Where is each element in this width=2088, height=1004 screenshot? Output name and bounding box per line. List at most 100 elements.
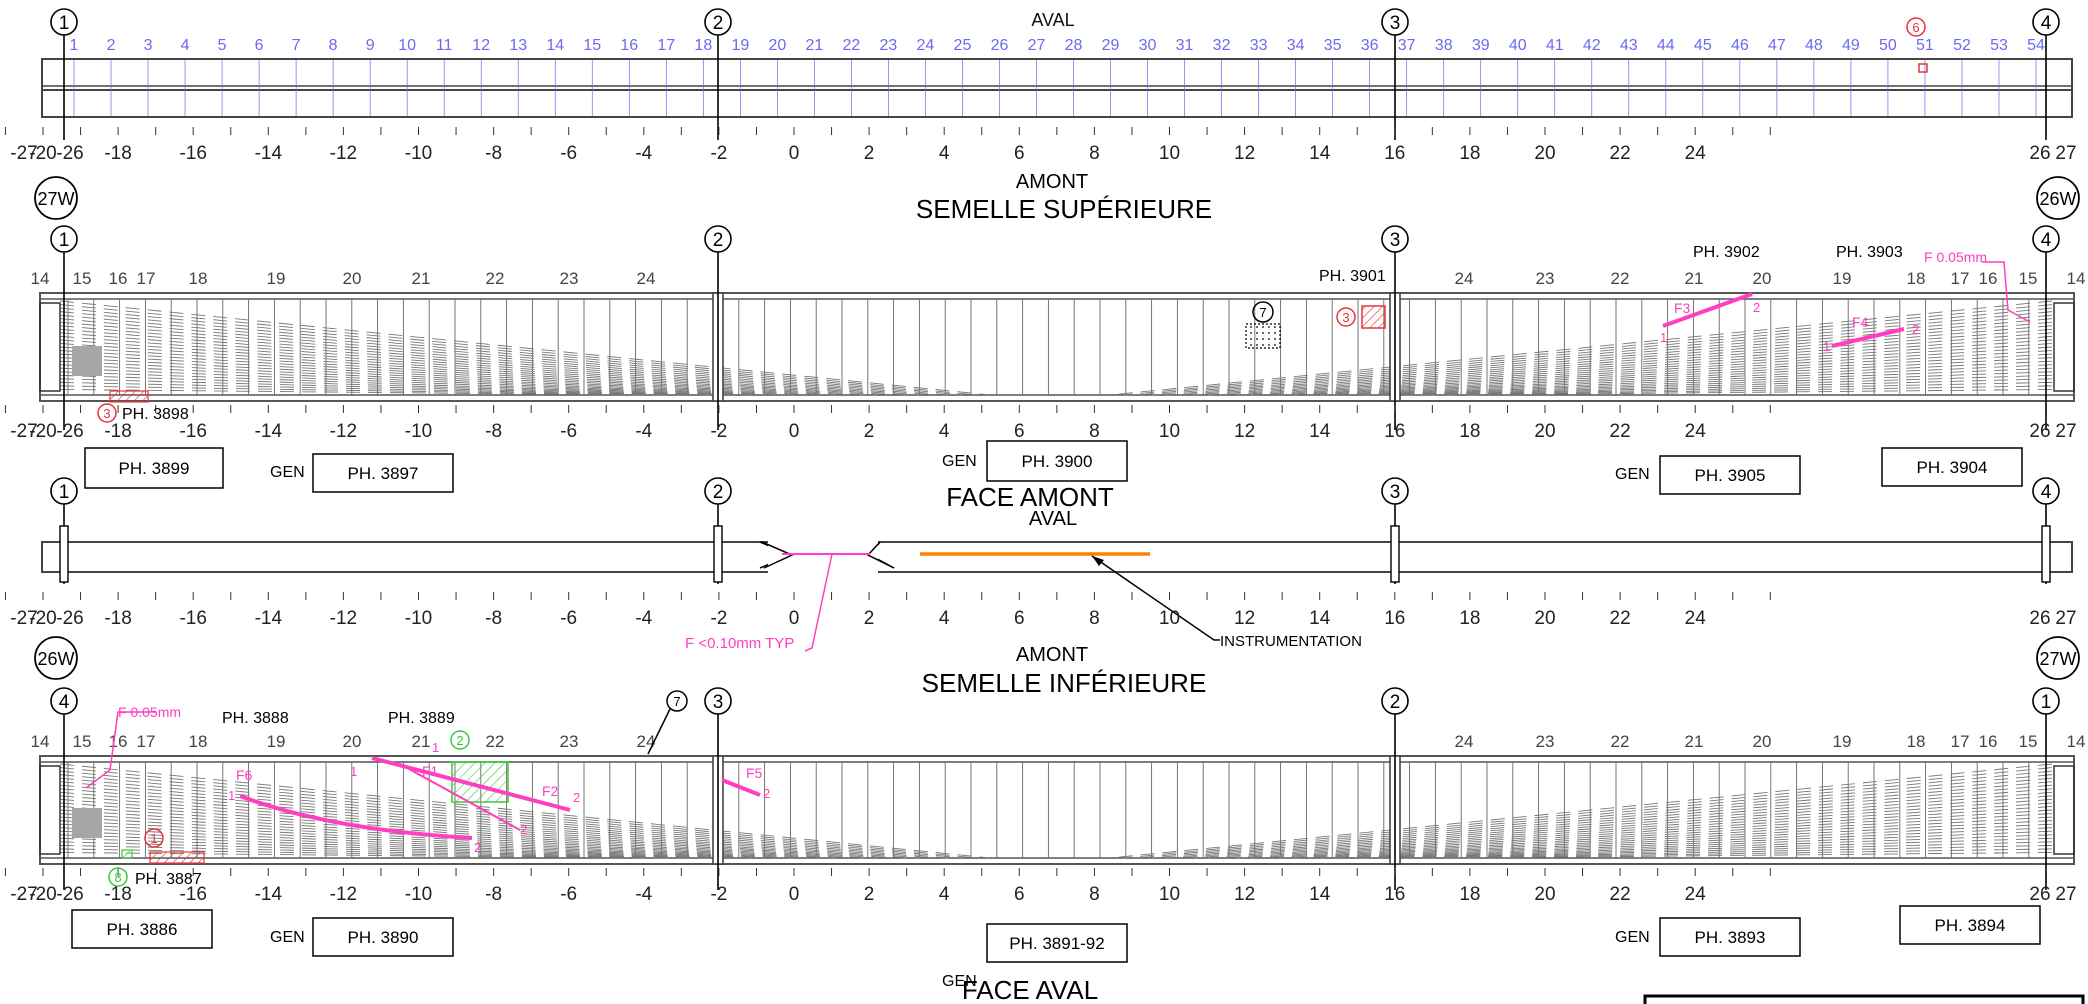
axis-tick-label: -4: [635, 884, 652, 905]
crack-f2-label: F2: [542, 783, 559, 799]
gen-label-1: GEN: [270, 464, 305, 481]
gen-label-3: GEN: [1615, 466, 1650, 483]
marker-7a-circle: [1252, 301, 1274, 323]
axis-tick-label: -27: [10, 608, 37, 629]
flange-post: [1390, 525, 1400, 583]
stress-line: [1459, 389, 2053, 396]
station-label: 35: [1324, 37, 1342, 54]
gridline-label: 3: [1390, 13, 1401, 34]
axis-tick-label: -8: [485, 608, 502, 629]
panel-number: 15: [73, 732, 92, 751]
station-label: 27: [1028, 37, 1046, 54]
axis-tick-label: -2: [710, 143, 727, 164]
gridline-label: 1: [2041, 692, 2052, 713]
panel-number: 21: [1685, 732, 1704, 751]
axis-tick-label: 18: [1459, 884, 1480, 905]
girder-elevation-amont: [39, 292, 2075, 402]
panel-number: 19: [1833, 269, 1852, 288]
stress-line: [59, 346, 809, 396]
gridline-circle: [50, 8, 78, 36]
gridline-circle: [704, 477, 732, 505]
flange-post: [59, 525, 69, 583]
photo-box-3891-92: [986, 923, 1128, 963]
gridline-label: 3: [1390, 482, 1401, 503]
photo-box-3886: [71, 909, 213, 949]
axis-tick-label: 6: [1014, 143, 1025, 164]
panel-number: 16: [109, 269, 128, 288]
photo-3891-92: PH. 3891-92: [1009, 934, 1104, 953]
marker-3a: 3: [103, 406, 110, 421]
axis-tick-label: -10: [405, 608, 432, 629]
axis-tick-label: -27: [10, 421, 37, 442]
axis-tick-label: -14: [255, 143, 283, 164]
aval-label-bottom: AVAL: [1029, 508, 1077, 530]
pier-label-26w: 26W: [2039, 189, 2076, 209]
stress-line: [1291, 809, 2053, 859]
instrumentation-label: INSTRUMENTATION: [1220, 633, 1362, 650]
axis-tick-label: -27: [10, 884, 37, 905]
ph-3889-label: PH. 3889: [388, 710, 455, 727]
station-label: 36: [1361, 37, 1379, 54]
station-label: 47: [1768, 37, 1786, 54]
marker-2: 2: [456, 733, 463, 748]
crack-f3-end-2: 2: [1753, 300, 1760, 315]
axis-tick-label: 20: [1534, 608, 1555, 629]
station-label: 4: [181, 37, 190, 54]
panel-number: 22: [486, 269, 505, 288]
station-label: 40: [1509, 37, 1527, 54]
stress-line: [59, 328, 879, 396]
crack-f6-label: F6: [236, 767, 253, 783]
stress-line: [59, 318, 921, 396]
panel-number: 20: [1753, 732, 1772, 751]
marker-3b: 3: [1342, 310, 1349, 325]
axis-tick-label: 26: [2029, 608, 2050, 629]
panel-number: 18: [189, 732, 208, 751]
panel-number: 14: [31, 732, 50, 751]
stress-line: [59, 353, 781, 396]
stress-line: [59, 795, 865, 859]
crack-f3-label: F3: [1674, 300, 1691, 316]
gridline-label: 3: [1390, 230, 1401, 251]
panel-number: 23: [1536, 269, 1555, 288]
stress-line: [59, 820, 767, 859]
panel-number: 14: [2067, 269, 2086, 288]
stress-line: [1305, 813, 2053, 859]
end-bearing-right: [2053, 302, 2075, 392]
stress-line: [1347, 823, 2053, 859]
station-label: 3: [144, 37, 153, 54]
station-grid: [73, 60, 2037, 116]
axis-tick-label: -14: [255, 421, 283, 442]
station-label: 26: [991, 37, 1009, 54]
axis-tick-label: 27: [2055, 884, 2076, 905]
station-label: 39: [1472, 37, 1490, 54]
station-label: 33: [1250, 37, 1268, 54]
gridline-label: 2: [713, 13, 724, 34]
gridline-circle: [704, 8, 732, 36]
axis-tick-label: 24: [1685, 421, 1707, 442]
panel-number: 18: [1907, 732, 1926, 751]
stress-line: [1235, 332, 2053, 396]
ph-3902-label: PH. 3902: [1693, 244, 1760, 261]
axis-tick-label: 8: [1089, 884, 1100, 905]
panel-number: 15: [2019, 732, 2038, 751]
panel-number: 21: [412, 269, 431, 288]
stress-line: [1375, 830, 2053, 859]
gusset-plate-left-aval: [72, 808, 102, 838]
station-label: 49: [1842, 37, 1860, 54]
station-label: 14: [546, 37, 564, 54]
stress-line: [1109, 300, 2053, 396]
panel-number: 14: [31, 269, 50, 288]
panel-number: 23: [560, 269, 579, 288]
axis-bottom-plan: -27-26-24-22-20-18-16-14-12-10-8-6-4-202…: [4, 592, 2077, 629]
axis-tick-label: 0: [789, 143, 800, 164]
stress-line: [1179, 781, 2053, 859]
station-label: 13: [509, 37, 527, 54]
station-label: 46: [1731, 37, 1749, 54]
axis-tick-label: -6: [560, 421, 577, 442]
pier-26w-left: 26W: [34, 636, 78, 680]
panel-number: 15: [2019, 269, 2038, 288]
axis-tick-label: 26: [2029, 143, 2050, 164]
axis-tick-label: 4: [939, 608, 950, 629]
